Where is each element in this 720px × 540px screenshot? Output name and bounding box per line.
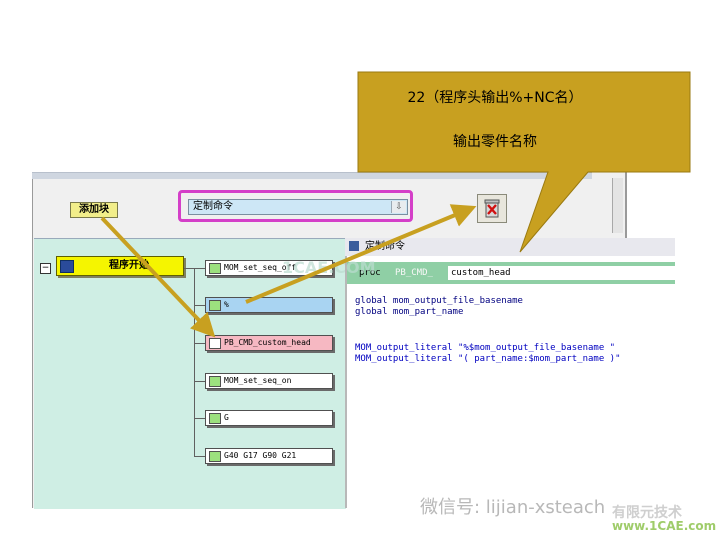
command-type-select[interactable]: 定制命令 ⇩ — [188, 199, 408, 215]
proc-name-input[interactable]: custom_head — [448, 266, 675, 280]
tree-node-label: % — [224, 300, 229, 309]
code-line: global mom_part_name — [355, 307, 464, 317]
add-block-button[interactable]: 添加块 — [70, 202, 118, 218]
callout-bubble — [357, 71, 691, 253]
arrow-add-block — [100, 216, 216, 338]
site-watermark-cn: 有限元技术 — [612, 505, 682, 521]
tree-branch-line — [194, 381, 206, 382]
callout-title: 22（程序头输出%+NC名） — [407, 90, 583, 106]
tree-node-label: G40 G17 G90 G21 — [224, 451, 297, 460]
tree-node-custom-command[interactable]: PB_CMD_custom_head — [205, 335, 333, 351]
tree-node[interactable]: G — [205, 410, 333, 426]
code-line: MOM_output_literal "( part_name:$mom_par… — [355, 354, 621, 364]
block-icon — [209, 451, 221, 462]
vertical-scrollbar[interactable] — [612, 178, 623, 233]
editor-titlebar: 定制命令 — [345, 238, 675, 256]
tree-root-label: 程序开始 — [109, 260, 149, 271]
block-icon — [209, 413, 221, 424]
proc-name-value: custom_head — [451, 268, 511, 278]
dropdown-arrow-icon[interactable]: ⇩ — [391, 201, 406, 213]
tree-connector — [194, 268, 195, 456]
wechat-watermark: 微信号: lijian-xsteach — [420, 497, 606, 518]
tree-node[interactable]: G40 G17 G90 G21 — [205, 448, 333, 464]
tree-node-label: MOM_set_seq_on — [224, 376, 292, 385]
site-watermark-url: www.1CAE.com — [612, 519, 717, 533]
trash-icon — [484, 199, 500, 218]
tree-collapse-toggle[interactable]: − — [40, 263, 51, 274]
tree-branch-line — [194, 305, 206, 306]
tree-node-label: MOM_set_seq_off — [224, 263, 297, 272]
program-start-icon — [60, 260, 74, 273]
tree-branch-line — [194, 343, 206, 344]
tree-branch-line — [194, 418, 206, 419]
tree-branch-line — [184, 268, 206, 269]
tree-branch-line — [194, 456, 206, 457]
tree-node-selected[interactable]: % — [205, 297, 333, 313]
code-line: global mom_output_file_basename — [355, 296, 523, 306]
proc-keyword: proc — [359, 268, 381, 278]
arrow-percent-to-trash — [245, 204, 477, 304]
trash-button[interactable] — [477, 194, 507, 223]
command-type-select-value: 定制命令 — [193, 201, 233, 212]
block-icon — [209, 376, 221, 387]
tree-node[interactable]: MOM_set_seq_on — [205, 373, 333, 389]
tree-node[interactable]: MOM_set_seq_off — [205, 260, 333, 276]
block-icon — [209, 300, 221, 311]
tree-node-label: G — [224, 413, 229, 422]
custom-command-icon — [209, 338, 221, 349]
callout-subtitle: 输出零件名称 — [453, 134, 537, 150]
editor-title: 定制命令 — [365, 241, 405, 252]
code-line: MOM_output_literal "%$mom_output_file_ba… — [355, 343, 616, 353]
block-icon — [209, 263, 221, 274]
combo-highlight-frame — [178, 190, 413, 222]
window-top-border — [32, 172, 592, 179]
tree-node-label: PB_CMD_custom_head — [224, 338, 311, 347]
window-icon — [349, 241, 359, 251]
proc-prefix: PB_CMD_ — [395, 268, 433, 278]
